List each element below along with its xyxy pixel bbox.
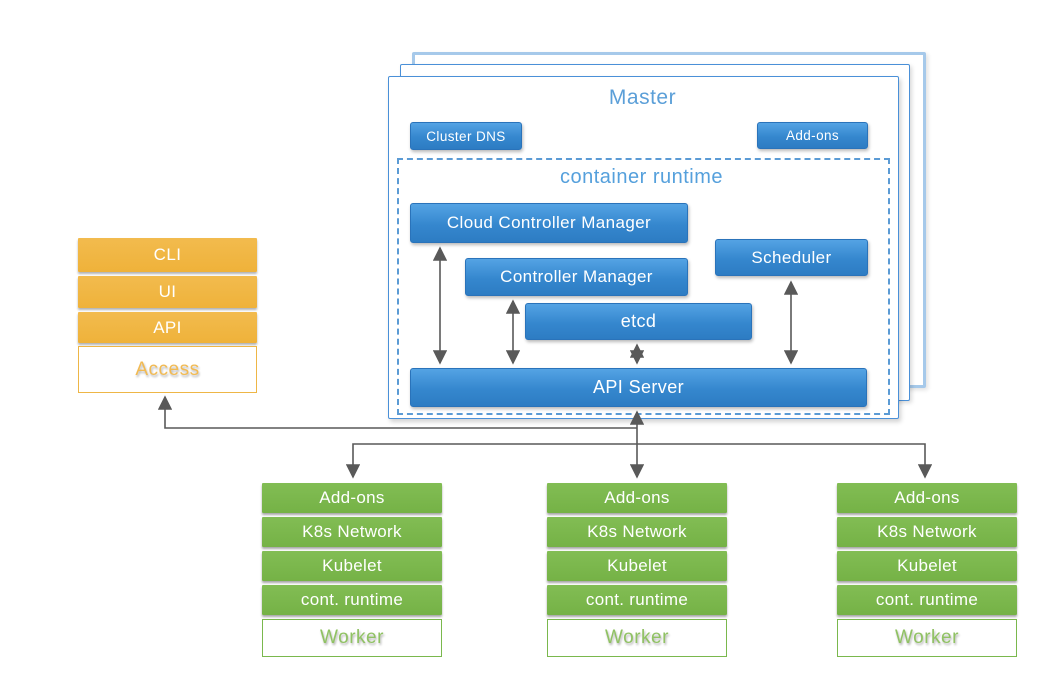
worker-node-1: Add-ons K8s Network Kubelet cont. runtim… — [262, 483, 442, 657]
scheduler-node: Scheduler — [715, 239, 868, 276]
api-server-node: API Server — [410, 368, 867, 407]
connector-apiserver-workers-1-3 — [345, 443, 933, 479]
etcd-node: etcd — [525, 303, 752, 340]
access-row-cli: CLI — [78, 238, 257, 272]
worker-row-cont-runtime: cont. runtime — [837, 585, 1017, 615]
access-stack: CLI UI API Access — [78, 238, 257, 393]
worker-row-kubelet: Kubelet — [837, 551, 1017, 581]
access-row-api: API — [78, 312, 257, 343]
worker-row-cont-runtime: cont. runtime — [262, 585, 442, 615]
controller-manager-node: Controller Manager — [465, 258, 688, 296]
worker-node-2: Add-ons K8s Network Kubelet cont. runtim… — [547, 483, 727, 657]
worker-base-label: Worker — [547, 619, 727, 657]
worker-row-addons: Add-ons — [262, 483, 442, 513]
cluster-dns-node: Cluster DNS — [410, 122, 522, 150]
worker-row-addons: Add-ons — [547, 483, 727, 513]
container-runtime-title: container runtime — [559, 166, 724, 188]
worker-row-kubelet: Kubelet — [547, 551, 727, 581]
worker-row-k8s-network: K8s Network — [262, 517, 442, 547]
worker-row-kubelet: Kubelet — [262, 551, 442, 581]
access-row-ui: UI — [78, 276, 257, 308]
cloud-controller-manager-node: Cloud Controller Manager — [410, 203, 688, 243]
worker-row-k8s-network: K8s Network — [837, 517, 1017, 547]
master-title: Master — [608, 86, 677, 109]
worker-row-k8s-network: K8s Network — [547, 517, 727, 547]
worker-row-cont-runtime: cont. runtime — [547, 585, 727, 615]
worker-row-addons: Add-ons — [837, 483, 1017, 513]
worker-base-label: Worker — [262, 619, 442, 657]
worker-base-label: Worker — [837, 619, 1017, 657]
worker-node-3: Add-ons K8s Network Kubelet cont. runtim… — [837, 483, 1017, 657]
access-base-label: Access — [78, 346, 257, 393]
master-addons-node: Add-ons — [757, 122, 868, 149]
